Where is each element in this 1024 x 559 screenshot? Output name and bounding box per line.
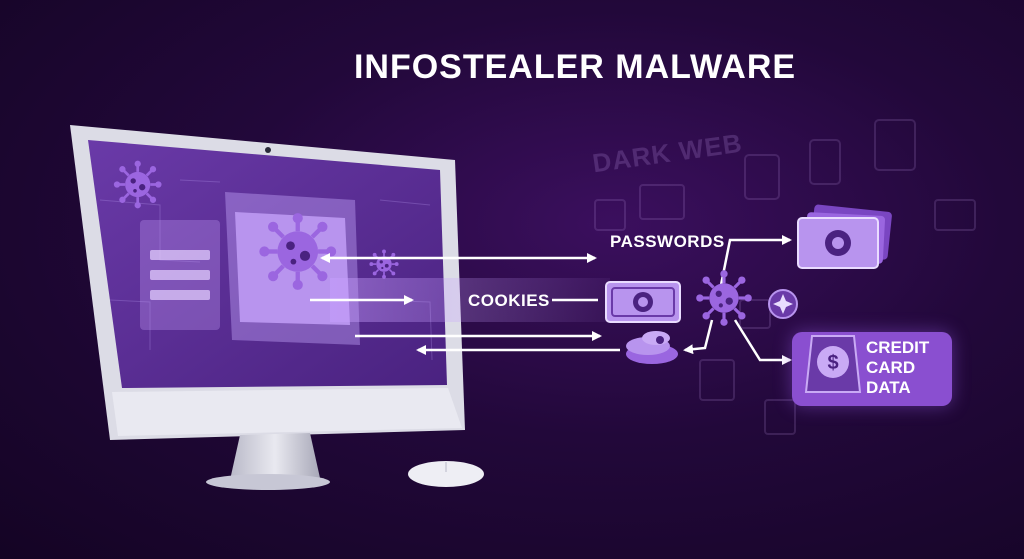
monitor-stand (206, 433, 330, 490)
money-arrow (718, 235, 792, 291)
wallet-icon (934, 199, 976, 231)
screen-small-virus-icon (368, 248, 400, 280)
monitor-chin (112, 388, 462, 436)
page-title: INFOSTEALER MALWARE (353, 48, 797, 86)
credit-label-line-3: DATA (866, 378, 911, 397)
document-icon (764, 399, 796, 435)
file-icon (699, 359, 735, 401)
flow-arrows (310, 235, 792, 365)
coins-arrow (683, 319, 714, 355)
screen-virus-icon (112, 159, 163, 210)
envelope-icon (639, 184, 685, 220)
money-stack-icon (797, 204, 892, 269)
credit-arrow (733, 319, 792, 365)
passwords-label: PASSWORDS (610, 232, 725, 251)
lock-icon (744, 154, 780, 200)
mouse-icon (408, 461, 484, 487)
coin-pile-icon (626, 331, 678, 364)
screen-large-virus-icon (259, 213, 336, 290)
banknote-icon (605, 281, 681, 323)
cookies-label: COOKIES (468, 291, 550, 310)
id-card-icon (874, 119, 916, 171)
background-icons (594, 119, 976, 435)
star-badge-icon (768, 289, 798, 319)
phone-icon (809, 139, 841, 185)
credit-label-line-1: CREDIT (866, 338, 930, 357)
credit-label-line-2: CARD (866, 358, 916, 377)
mail-icon (594, 199, 626, 231)
virus-icon (694, 268, 754, 328)
credit-card-data-label: CREDIT CARD DATA (866, 338, 952, 398)
webcam-icon (265, 147, 271, 153)
monitor (70, 125, 465, 440)
